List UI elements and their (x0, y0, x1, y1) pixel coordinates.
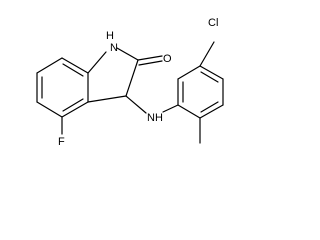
atom-nh-ring-h: H (106, 30, 114, 42)
molecule-structure: H N O Cl F N H (36, 17, 224, 148)
bond-c7a-c7 (36, 57, 63, 74)
atom-nh-amine-h: H (155, 112, 163, 124)
bond-n1-c2 (116, 47, 139, 61)
bond-ar-c2-c3 (199, 104, 224, 119)
bond-c3-c3a (87, 95, 127, 103)
bond-c6-c5 (36, 101, 63, 118)
bond-ar-c5-c6 (177, 65, 201, 80)
bond-ar-c4-c5-inner (200, 71, 219, 83)
bond-c3-nh (125, 95, 147, 114)
bond-ar-cl (199, 41, 215, 67)
atom-f: F (58, 136, 65, 148)
bond-c5-c4 (61, 101, 89, 118)
bond-c5-c4-inner (62, 98, 84, 112)
bond-c3a-c7a (61, 57, 89, 74)
atom-n-ring: N (110, 42, 118, 54)
atom-n-amine: N (147, 112, 155, 124)
bond-c2-c3 (125, 59, 139, 97)
bond-ar-c4-c5 (199, 65, 224, 80)
bond-nh-aryl (162, 104, 179, 113)
bond-c2-o-double (138, 60, 163, 66)
bond-c3a-c7a-inner (62, 63, 84, 77)
bond-c7a-n1 (87, 51, 107, 74)
atom-o-carbonyl: O (163, 53, 172, 65)
bond-ar-c1-c2 (177, 104, 201, 119)
bond-c2-o (137, 55, 163, 61)
bond-ar-c2-c3-inner (200, 101, 219, 113)
atom-cl: Cl (208, 17, 218, 29)
